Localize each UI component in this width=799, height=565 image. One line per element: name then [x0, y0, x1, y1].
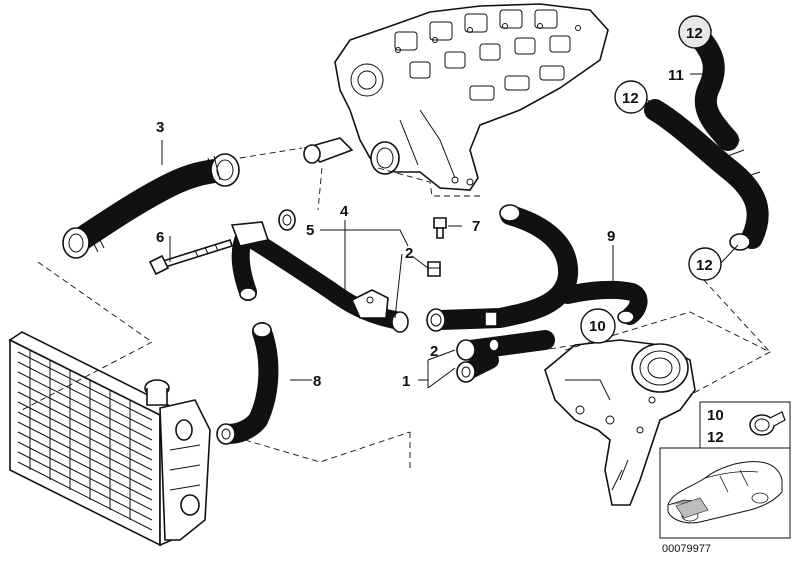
- callout-12-mid: [614, 80, 648, 114]
- label-8: 8: [313, 373, 321, 390]
- lower-hose-right: [426, 204, 648, 332]
- diagram-code: 00079977: [662, 543, 711, 555]
- legend-item-10: 10: [707, 407, 724, 424]
- car-silhouette-icon: [667, 461, 783, 524]
- label-5: 5: [306, 222, 314, 239]
- label-12-mid: 12: [622, 90, 639, 107]
- thermostat-housing: [544, 339, 696, 506]
- label-7: 7: [472, 218, 480, 235]
- hose-clamp-icon: [749, 411, 786, 436]
- label-12-low: 12: [696, 257, 713, 274]
- vehicle-reference-box: [659, 447, 791, 539]
- label-1: 1: [402, 373, 410, 390]
- callout-12-top: [678, 15, 712, 49]
- upper-radiator-hose: [62, 153, 240, 259]
- upper-right-hose: [644, 27, 769, 251]
- lower-radiator-hose: [216, 322, 279, 445]
- bolt-7: [433, 217, 447, 239]
- label-2-upper: 2: [405, 245, 413, 262]
- callout-12-low: [688, 247, 722, 281]
- clamp-legend-box: 10 12: [699, 401, 791, 449]
- legend-item-12: 12: [707, 429, 724, 446]
- label-6: 6: [156, 229, 164, 246]
- nut-2-upper: [427, 261, 441, 277]
- label-10-callout: 10: [589, 318, 606, 335]
- water-pump-connector: [456, 311, 555, 383]
- label-4: 4: [340, 203, 349, 220]
- label-3: 3: [156, 119, 164, 136]
- label-11: 11: [668, 67, 684, 84]
- center-pipe-assembly: [230, 209, 409, 333]
- label-12-top: 12: [686, 25, 703, 42]
- reference-lines: [21, 147, 771, 470]
- callout-10: [580, 308, 616, 344]
- label-9: 9: [607, 228, 615, 245]
- cylinder-head: [303, 3, 609, 191]
- bolt-6: [148, 239, 234, 276]
- label-2-lower: 2: [430, 343, 438, 360]
- radiator: [8, 331, 211, 547]
